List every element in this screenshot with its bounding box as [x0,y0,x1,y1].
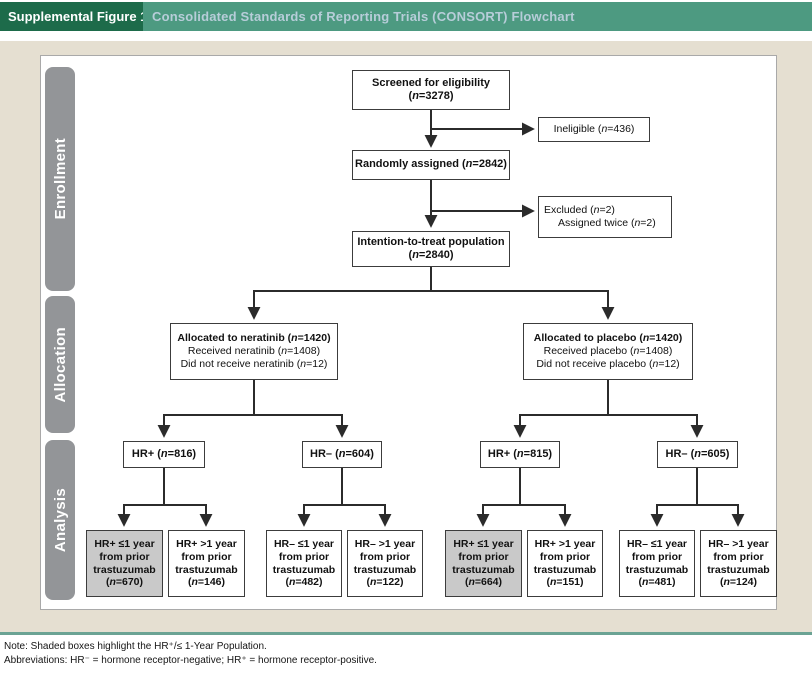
box-line: from prior [99,550,150,563]
box-line: trastuzumab [707,563,770,576]
box-line: Screened for eligibility [372,76,490,89]
box-title: Allocated to neratinib (n=1420) [177,332,331,345]
box-line: (n=146) [187,576,226,589]
box-line: HR+ >1 year [176,537,237,550]
box-analysis-4: HR– >1 year from prior trastuzumab (n=12… [347,530,423,597]
box-analysis-2: HR+ >1 year from prior trastuzumab (n=14… [168,530,245,597]
figure-label: Supplemental Figure 1 [0,2,147,31]
box-screened: Screened for eligibility (n=3278) [352,70,510,110]
box-line: (n=670) [105,576,144,589]
box-analysis-8: HR– >1 year from prior trastuzumab (n=12… [700,530,777,597]
box-line: HR– ≤1 year [273,537,335,550]
box-analysis-6: HR+ >1 year from prior trastuzumab (n=15… [527,530,603,597]
box-hr-positive-neratinib: HR+ (n=816) [123,441,205,468]
box-hr-positive-placebo: HR+ (n=815) [480,441,560,468]
box-allocated-placebo: Allocated to placebo (n=1420) Received p… [523,323,693,380]
box-excluded: Excluded (n=2) Assigned twice (n=2) [538,196,672,238]
box-hr-negative-neratinib: HR– (n=604) [302,441,382,468]
box-line: from prior [278,550,330,563]
stage-label-text: Enrollment [51,138,69,220]
box-line: (n=664) [464,576,503,589]
box-line: from prior [539,550,591,563]
box-line: Intention-to-treat population [357,235,505,248]
box-line: Received neratinib (n=1408) [187,345,321,358]
box-line: HR+ (n=816) [131,447,197,460]
box-line: HR– ≤1 year [626,537,688,550]
box-analysis-7: HR– ≤1 year from prior trastuzumab (n=48… [619,530,695,597]
box-line: from prior [181,550,232,563]
box-line: trastuzumab [353,563,417,576]
box-line: trastuzumab [272,563,336,576]
note-shaded-boxes: Note: Shaded boxes highlight the HR⁺/≤ 1… [4,641,267,652]
box-title: Allocated to placebo (n=1420) [533,332,683,345]
box-line: (n=2840) [408,249,454,261]
box-hr-negative-placebo: HR– (n=605) [657,441,738,468]
box-randomized: Randomly assigned (n=2842) [352,150,510,180]
box-ineligible: Ineligible (n=436) [538,117,650,142]
box-analysis-3: HR– ≤1 year from prior trastuzumab (n=48… [266,530,342,597]
box-line: Randomly assigned (n=2842) [355,158,507,171]
box-line: Did not receive placebo (n=12) [536,357,680,370]
box-line: (n=482) [285,576,323,589]
footer-divider-rule [0,632,812,635]
figure-header-bar: Supplemental Figure 1 Consolidated Stand… [0,2,812,31]
box-line: (n=3278) [408,90,454,102]
box-line: Ineligible (n=436) [553,123,635,136]
box-line: Assigned twice (n=2) [558,217,656,229]
box-intention-to-treat: Intention-to-treat population (n=2840) [352,231,510,267]
box-line: (n=151) [546,576,584,589]
box-allocated-neratinib: Allocated to neratinib (n=1420) Received… [170,323,338,380]
box-line: HR+ ≤1 year [453,537,514,550]
box-line: from prior [458,550,509,563]
box-line: HR– (n=604) [310,447,374,460]
box-line: from prior [713,550,764,563]
box-line: HR+ ≤1 year [94,537,155,550]
box-line: (n=122) [366,576,404,589]
note-abbreviations: Abbreviations: HR⁻ = hormone receptor-ne… [4,654,377,666]
box-line: HR– (n=605) [665,447,730,460]
box-line: trastuzumab [175,563,238,576]
box-line: from prior [631,550,683,563]
box-line: Excluded (n=2) [544,204,615,217]
box-line: Received placebo (n=1408) [543,345,673,358]
figure-notes: Note: Shaded boxes highlight the HR⁺/≤ 1… [4,640,804,667]
box-line: trastuzumab [93,563,156,576]
box-line: from prior [359,550,411,563]
box-line: HR– >1 year [354,537,416,550]
box-line: trastuzumab [625,563,689,576]
stage-label-text: Allocation [51,326,69,403]
box-line: (n=124) [719,576,758,589]
box-analysis-5: HR+ ≤1 year from prior trastuzumab (n=66… [445,530,522,597]
stage-label-allocation: Allocation [45,296,75,433]
box-line: Did not receive neratinib (n=12) [180,357,328,370]
box-line: trastuzumab [533,563,597,576]
box-line: HR+ (n=815) [487,447,553,460]
stage-label-enrollment: Enrollment [45,67,75,291]
stage-label-text: Analysis [51,487,69,553]
figure-title: Consolidated Standards of Reporting Tria… [143,2,812,31]
stage-label-analysis: Analysis [45,440,75,600]
box-line: HR+ >1 year [534,537,596,550]
box-analysis-1: HR+ ≤1 year from prior trastuzumab (n=67… [86,530,163,597]
box-line: (n=481) [638,576,676,589]
box-line: trastuzumab [452,563,515,576]
box-line: HR– >1 year [708,537,769,550]
